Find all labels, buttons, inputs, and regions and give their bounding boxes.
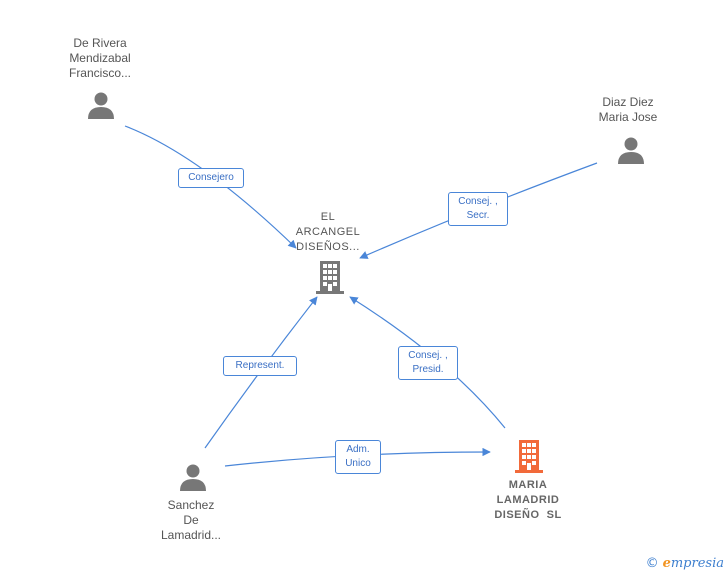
brand-name: mpresia (670, 556, 724, 571)
edge-label-represent[interactable]: Represent. (223, 356, 297, 376)
node-label-diaz-diez: Diaz Diez Maria Jose (598, 95, 658, 124)
node-label-el-arcangel: EL ARCANGEL DISEÑOS... (295, 211, 361, 253)
node-label-sanchez: Sanchez De Lamadrid... (160, 498, 222, 542)
edge-label-adm-unico[interactable]: Adm. Unico (335, 440, 381, 474)
person-icon[interactable] (86, 90, 116, 120)
building-icon[interactable] (314, 259, 346, 295)
node-label-de-rivera: De Rivera Mendizabal Francisco... (68, 36, 131, 80)
copyright-icon: © (645, 556, 659, 571)
person-icon[interactable] (178, 462, 208, 492)
edge-label-consejero[interactable]: Consejero (178, 168, 244, 188)
empresia-watermark: ©empresia (646, 556, 724, 571)
person-icon[interactable] (616, 135, 646, 165)
brand-initial: e (662, 556, 671, 571)
edge-label-consej-presid[interactable]: Consej. , Presid. (398, 346, 458, 380)
node-label-maria-lamadrid: MARIA LAMADRID DISEÑO SL (494, 479, 562, 521)
building-icon-highlight[interactable] (513, 438, 545, 474)
edge-label-consej-secr[interactable]: Consej. , Secr. (448, 192, 508, 226)
